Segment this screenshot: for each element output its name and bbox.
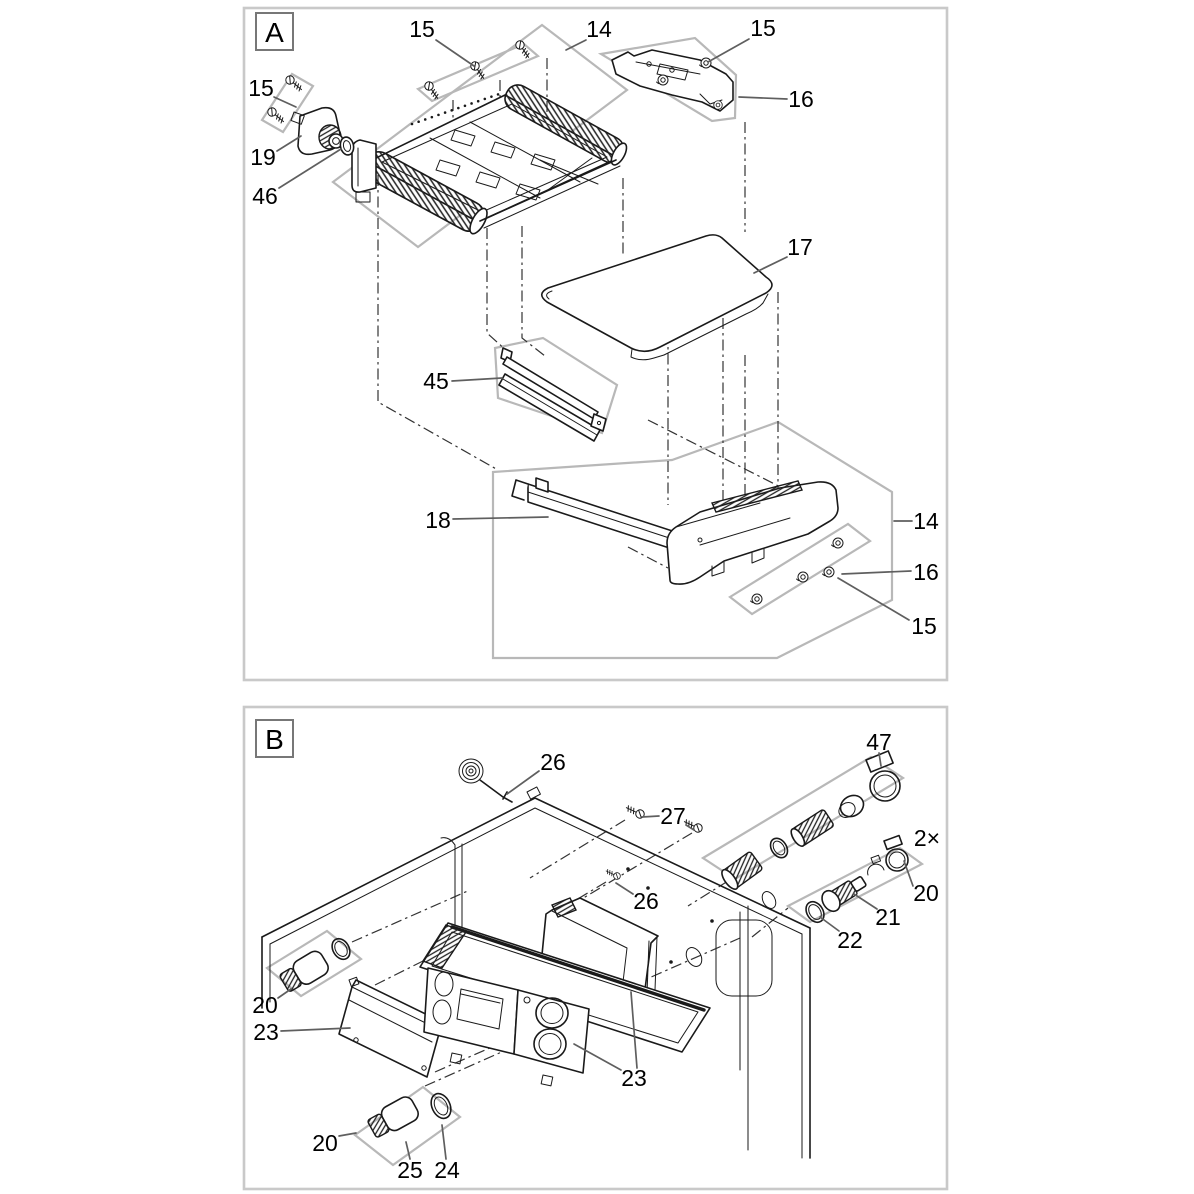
bar-45 <box>498 347 607 442</box>
callout-label-a-10: 14 <box>913 508 939 534</box>
callout-label-b-13: 24 <box>434 1157 460 1183</box>
callout-label-a-1: 14 <box>586 16 612 42</box>
pump-chamber-assembly-23 <box>419 897 711 1087</box>
callout-label-a-0: 15 <box>409 16 435 42</box>
bracket-16 <box>611 49 734 112</box>
panel-b-letter: B <box>265 724 284 755</box>
callout-label-b-6: 22 <box>837 927 863 953</box>
panel-a-label-box <box>255 12 294 51</box>
drum-frame-assembly <box>351 84 628 235</box>
drive-motor-19 <box>290 106 344 156</box>
belt-17 <box>540 234 773 361</box>
panel-b-label-box <box>255 719 294 758</box>
callout-label-b-0: 26 <box>540 749 566 775</box>
callout-label-a-3: 16 <box>788 86 814 112</box>
callout-label-b-3: 2× <box>914 825 940 851</box>
group-boxes-a <box>260 23 894 660</box>
spiral-spring-26 <box>458 758 513 803</box>
callout-label-b-2: 27 <box>660 803 686 829</box>
bushing-46 <box>339 136 355 156</box>
callout-label-a-12: 15 <box>911 613 937 639</box>
callout-label-b-5: 21 <box>875 904 901 930</box>
callout-label-b-9: 23 <box>253 1019 279 1045</box>
upper-roller <box>504 84 628 166</box>
panel-a-letter: A <box>265 17 284 48</box>
callout-label-b-4: 20 <box>913 880 939 906</box>
callout-label-b-8: 20 <box>252 992 278 1018</box>
end-plate <box>351 139 377 193</box>
callout-label-b-12: 25 <box>397 1157 423 1183</box>
callout-label-a-7: 17 <box>787 234 813 260</box>
callout-label-a-4: 15 <box>248 75 274 101</box>
callout-label-a-2: 15 <box>750 15 776 41</box>
callout-leaders-b <box>277 752 914 1160</box>
callout-label-a-8: 45 <box>423 368 449 394</box>
callout-leaders-a <box>273 38 913 621</box>
callout-label-a-9: 18 <box>425 507 451 533</box>
plug-group-left-20 <box>279 937 351 992</box>
callout-label-b-10: 23 <box>621 1065 647 1091</box>
callout-label-a-5: 19 <box>250 144 276 170</box>
callout-label-b-7: 26 <box>633 888 659 914</box>
callout-label-b-1: 47 <box>866 729 892 755</box>
lower-housing <box>666 480 844 605</box>
callout-label-a-6: 46 <box>252 183 278 209</box>
callout-label-a-11: 16 <box>913 559 939 585</box>
callout-label-b-11: 20 <box>312 1130 338 1156</box>
plug-group-bottom-20 <box>367 1092 452 1138</box>
hosetail-group-2x <box>805 834 909 924</box>
